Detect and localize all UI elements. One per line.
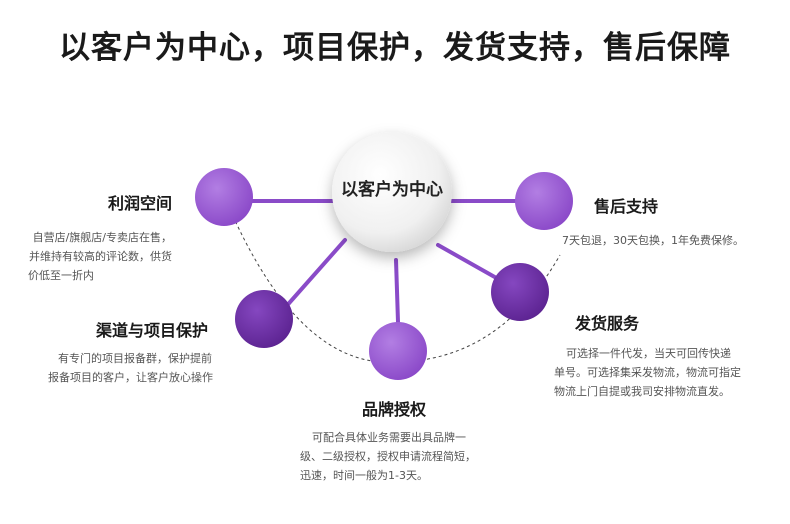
channel-protection-desc: 有专门的项目报备群，保护提前 报备项目的客户，让客户放心操作 — [48, 352, 213, 384]
shipping-service-desc: 可选择一件代发，当天可回传快递 单号。可选择集采发物流，物流可指定 物流上门自提… — [554, 347, 741, 398]
node-profit — [195, 168, 253, 226]
node-brand — [369, 322, 427, 380]
block-profit-space: 利润空间 自营店/旗舰店/专卖店在售， 并维持有较高的评论数，供货 价低至一折内 — [28, 190, 173, 285]
page-title: 以客户为中心，项目保护，发货支持，售后保障 — [59, 30, 731, 66]
block-channel-protection: 渠道与项目保护 有专门的项目报备群，保护提前 报备项目的客户，让客户放心操作 — [48, 317, 213, 387]
block-brand-authorization: 品牌授权 可配合具体业务需要出具品牌一 级、二级授权，授权申请流程简短， 迅速，… — [300, 396, 476, 485]
brand-authorization-desc: 可配合具体业务需要出具品牌一 级、二级授权，授权申请流程简短， 迅速，时间一般为… — [300, 431, 476, 482]
brand-authorization-heading: 品牌授权 — [362, 400, 427, 419]
profit-space-desc: 自营店/旗舰店/专卖店在售， 并维持有较高的评论数，供货 价低至一折内 — [28, 231, 173, 282]
profit-space-heading: 利润空间 — [108, 194, 173, 213]
after-sales-heading: 售后支持 — [594, 197, 659, 216]
node-channel — [235, 290, 293, 348]
connectors — [250, 199, 520, 324]
node-aftersales — [515, 172, 573, 230]
connector-shipping — [436, 243, 502, 282]
connector-brand — [394, 258, 400, 324]
block-shipping-service: 发货服务 可选择一件代发，当天可回传快递 单号。可选择集采发物流，物流可指定 物… — [554, 310, 741, 401]
center-node — [332, 132, 452, 252]
block-after-sales: 售后支持 7天包退，30天包换，1年免费保修。 — [562, 193, 744, 250]
after-sales-desc: 7天包退，30天包换，1年免费保修。 — [562, 234, 744, 247]
center-label: 以客户为中心 — [341, 180, 443, 200]
node-shipping — [491, 263, 549, 321]
shipping-service-heading: 发货服务 — [575, 314, 640, 333]
channel-protection-heading: 渠道与项目保护 — [96, 321, 209, 340]
connector-channel — [281, 238, 347, 312]
